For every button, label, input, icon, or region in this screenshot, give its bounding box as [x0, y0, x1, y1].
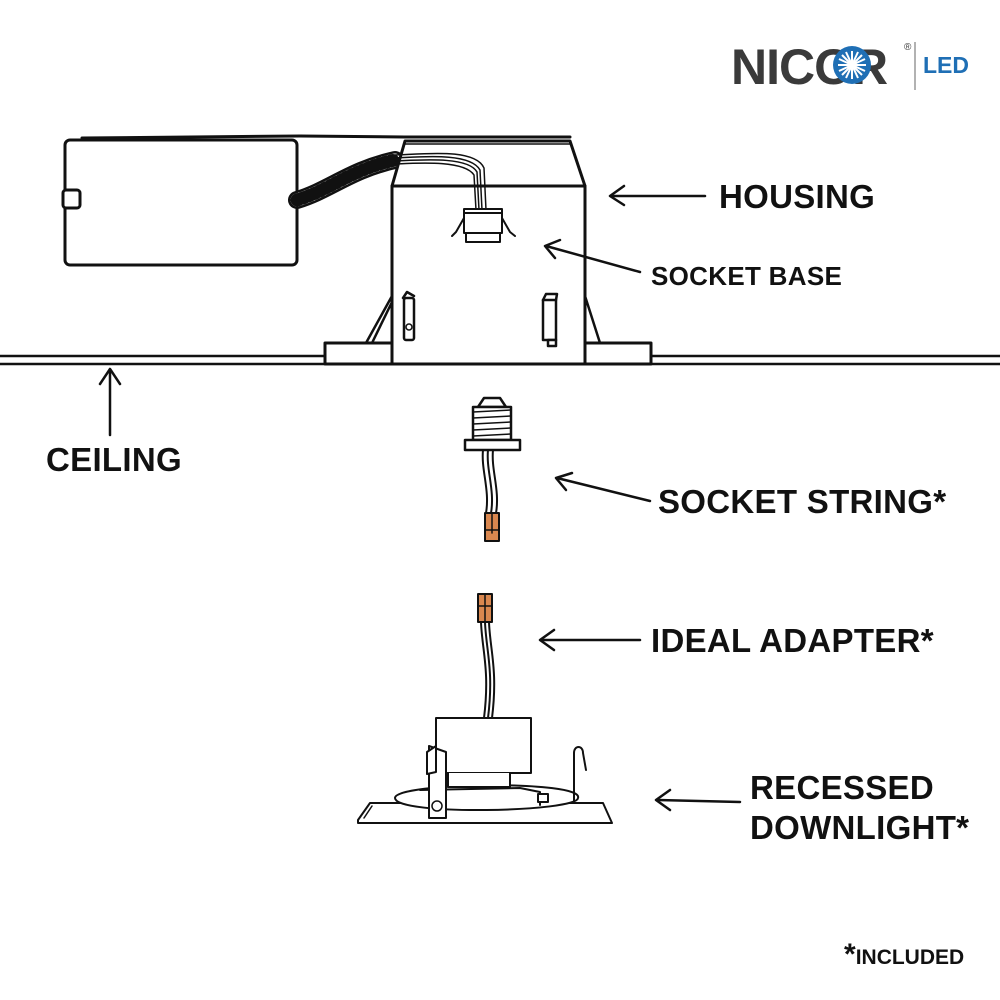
logo-sub: LED: [923, 52, 969, 78]
junction-box-tab: [61, 188, 82, 210]
housing-foot-right: [583, 341, 653, 366]
ideal-adapter-drawing: [477, 593, 496, 719]
label-socket-string: SOCKET STRING*: [658, 483, 947, 520]
label-ideal-adapter: IDEAL ADAPTER*: [651, 622, 934, 659]
junction-box: [63, 138, 299, 267]
arrow-socket-string: [554, 471, 652, 503]
footnote-star: *: [844, 938, 856, 971]
label-ceiling: CEILING: [46, 441, 182, 478]
housing-drawing: [61, 134, 653, 366]
label-socket-base: SOCKET BASE: [651, 261, 843, 291]
footnote: *INCLUDED: [844, 938, 964, 972]
arrow-socket-base: [543, 238, 642, 274]
arrow-recessed-downlight: [654, 788, 742, 812]
arrow-housing: [608, 184, 707, 207]
label-housing: HOUSING: [719, 178, 876, 215]
flex-conduit: [288, 151, 404, 209]
label-recessed-line1: RECESSED: [750, 769, 934, 806]
logo-registered-mark: ®: [904, 42, 912, 53]
recessed-downlight-drawing: [357, 717, 613, 824]
arrows: [98, 184, 742, 812]
socket-base-drawing: [451, 208, 516, 243]
arrow-ideal-adapter: [538, 628, 642, 652]
arrow-ceiling: [98, 367, 122, 437]
housing-foot-left: [323, 341, 394, 366]
housing-clips: [401, 290, 559, 348]
socket-string-drawing: [463, 396, 522, 542]
footnote-text: INCLUDED: [855, 946, 965, 969]
label-recessed-line2: DOWNLIGHT*: [750, 809, 970, 846]
